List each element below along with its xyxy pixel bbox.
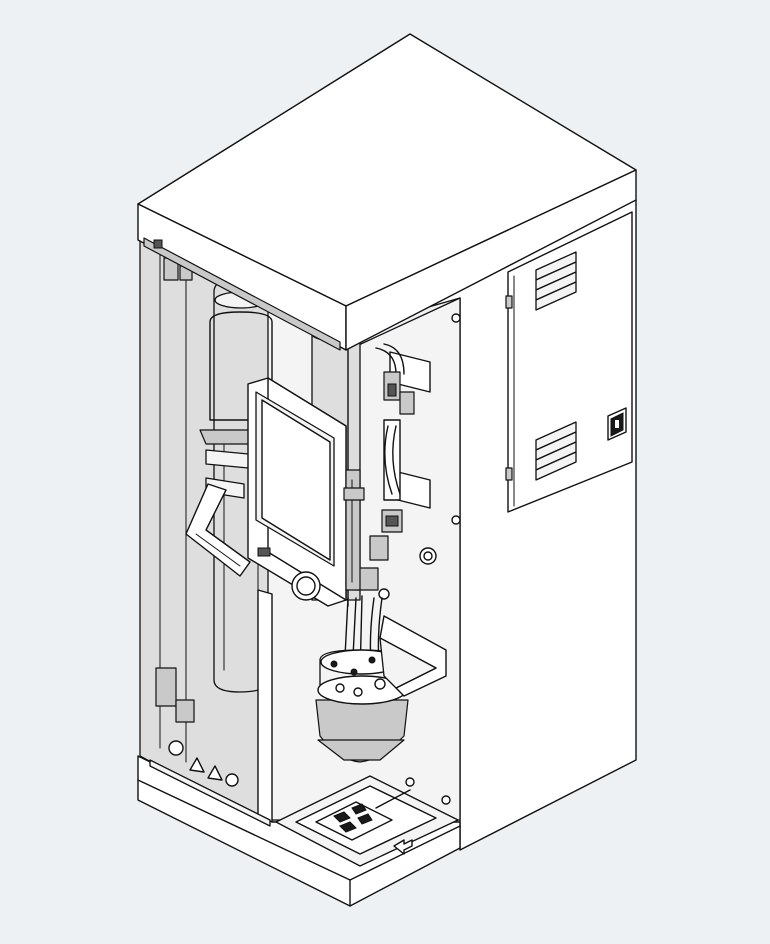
turntable-plate-icon <box>315 801 393 841</box>
back-panel-bolts <box>419 313 461 565</box>
burette-assembly <box>355 343 431 600</box>
power-switch-icon <box>607 407 627 441</box>
vessel-holder-arm <box>379 615 447 697</box>
vent-grille-lower-icon <box>535 421 577 481</box>
usb-port-icon <box>257 547 271 557</box>
stirrer-drive <box>317 739 405 761</box>
vent-grille-upper-icon <box>535 251 577 311</box>
rotary-knob-icon <box>291 571 321 601</box>
pipette-handle <box>185 483 251 577</box>
warning-triangle-icon <box>189 757 239 787</box>
top-roof <box>137 33 637 351</box>
arrow-icon <box>393 839 413 855</box>
glass-door-latch <box>155 667 195 756</box>
touch-screen-display <box>261 399 331 561</box>
roof-hinge-left <box>153 239 163 249</box>
tray-rod <box>375 777 451 809</box>
